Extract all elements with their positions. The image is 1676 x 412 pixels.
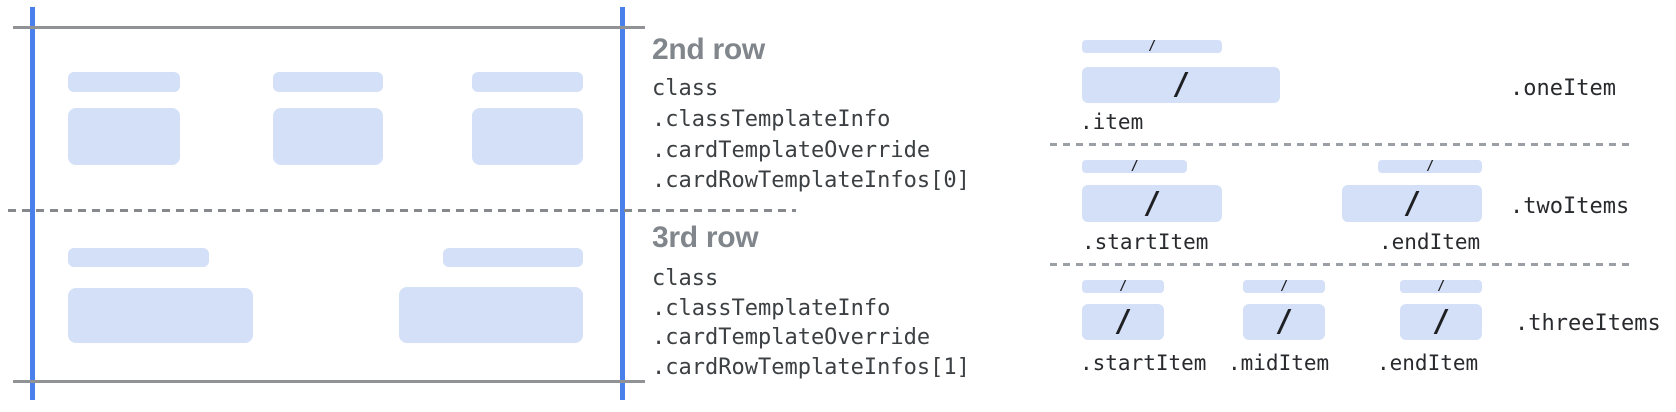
left-guide-line [30,7,35,400]
separator-slash: / [1148,39,1156,54]
item-label-placeholder: / [1082,40,1222,53]
row2-col1-label-placeholder [68,72,180,92]
item-caption: .item [1080,110,1144,134]
end-item-caption: .endItem [1379,230,1481,254]
template-name-oneitem: .oneItem [1510,76,1616,101]
code-line: .cardRowTemplateInfos[1] [652,355,970,381]
row2-col3-label-placeholder [472,72,583,92]
mid-item-value-placeholder: / [1243,304,1325,340]
row3-end-value-placeholder [399,287,583,343]
start-item-caption: .startItem [1082,230,1209,254]
end-item-value-placeholder: / [1342,185,1482,222]
template-separator-dashed-line [1050,143,1630,146]
row2-title: 2nd row [652,33,765,66]
template-separator-dashed-line [1050,263,1630,266]
start-item-caption: .startItem [1080,351,1207,375]
start-item-value-placeholder: / [1082,185,1222,222]
separator-slash: / [1142,185,1162,221]
separator-slash: / [1402,185,1422,221]
code-line: .classTemplateInfo [652,295,891,321]
row3-title: 3rd row [652,221,759,254]
separator-slash: / [1171,67,1191,102]
separator-slash: / [1431,304,1451,339]
item-value-placeholder: / [1082,67,1280,103]
code-line: .classTemplateInfo [652,106,891,132]
code-line: class [652,76,719,101]
separator-slash: / [1437,279,1445,294]
start-item-label-placeholder: / [1082,280,1164,293]
row2-col1-value-placeholder [68,108,180,165]
separator-slash: / [1426,159,1434,174]
template-name-threeitems: .threeItems [1515,311,1661,336]
separator-slash: / [1119,279,1127,294]
mid-item-caption: .midItem [1228,351,1330,375]
separator-slash: / [1274,304,1294,339]
template-name-twoitems: .twoItems [1510,194,1630,219]
code-line: .cardRowTemplateInfos[0] [652,168,970,194]
right-guide-line [620,7,625,400]
row3-start-label-placeholder [68,248,209,267]
row3-start-value-placeholder [68,288,253,343]
card-top-border [13,26,645,29]
row3-end-label-placeholder [443,248,583,267]
code-line: .cardTemplateOverride [652,325,931,351]
row2-col3-value-placeholder [472,108,583,165]
code-line: .cardTemplateOverride [652,137,931,163]
row2-code-path: class .classTemplateInfo .cardTemplateOv… [652,74,970,197]
row2-col2-label-placeholder [273,72,383,92]
end-item-caption: .endItem [1377,351,1479,375]
code-line: class [652,266,719,291]
row-divider-dashed-line [8,209,796,212]
end-item-label-placeholder: / [1400,280,1482,293]
mid-item-label-placeholder: / [1243,280,1325,293]
separator-slash: / [1113,304,1133,339]
start-item-value-placeholder: / [1082,304,1164,340]
card-bottom-border [13,380,645,383]
separator-slash: / [1280,279,1288,294]
row3-code-path: class .classTemplateInfo .cardTemplateOv… [652,264,970,383]
row2-col2-value-placeholder [273,108,383,165]
end-item-label-placeholder: / [1378,160,1482,173]
start-item-label-placeholder: / [1082,160,1187,173]
end-item-value-placeholder: / [1400,304,1482,340]
separator-slash: / [1130,159,1139,174]
